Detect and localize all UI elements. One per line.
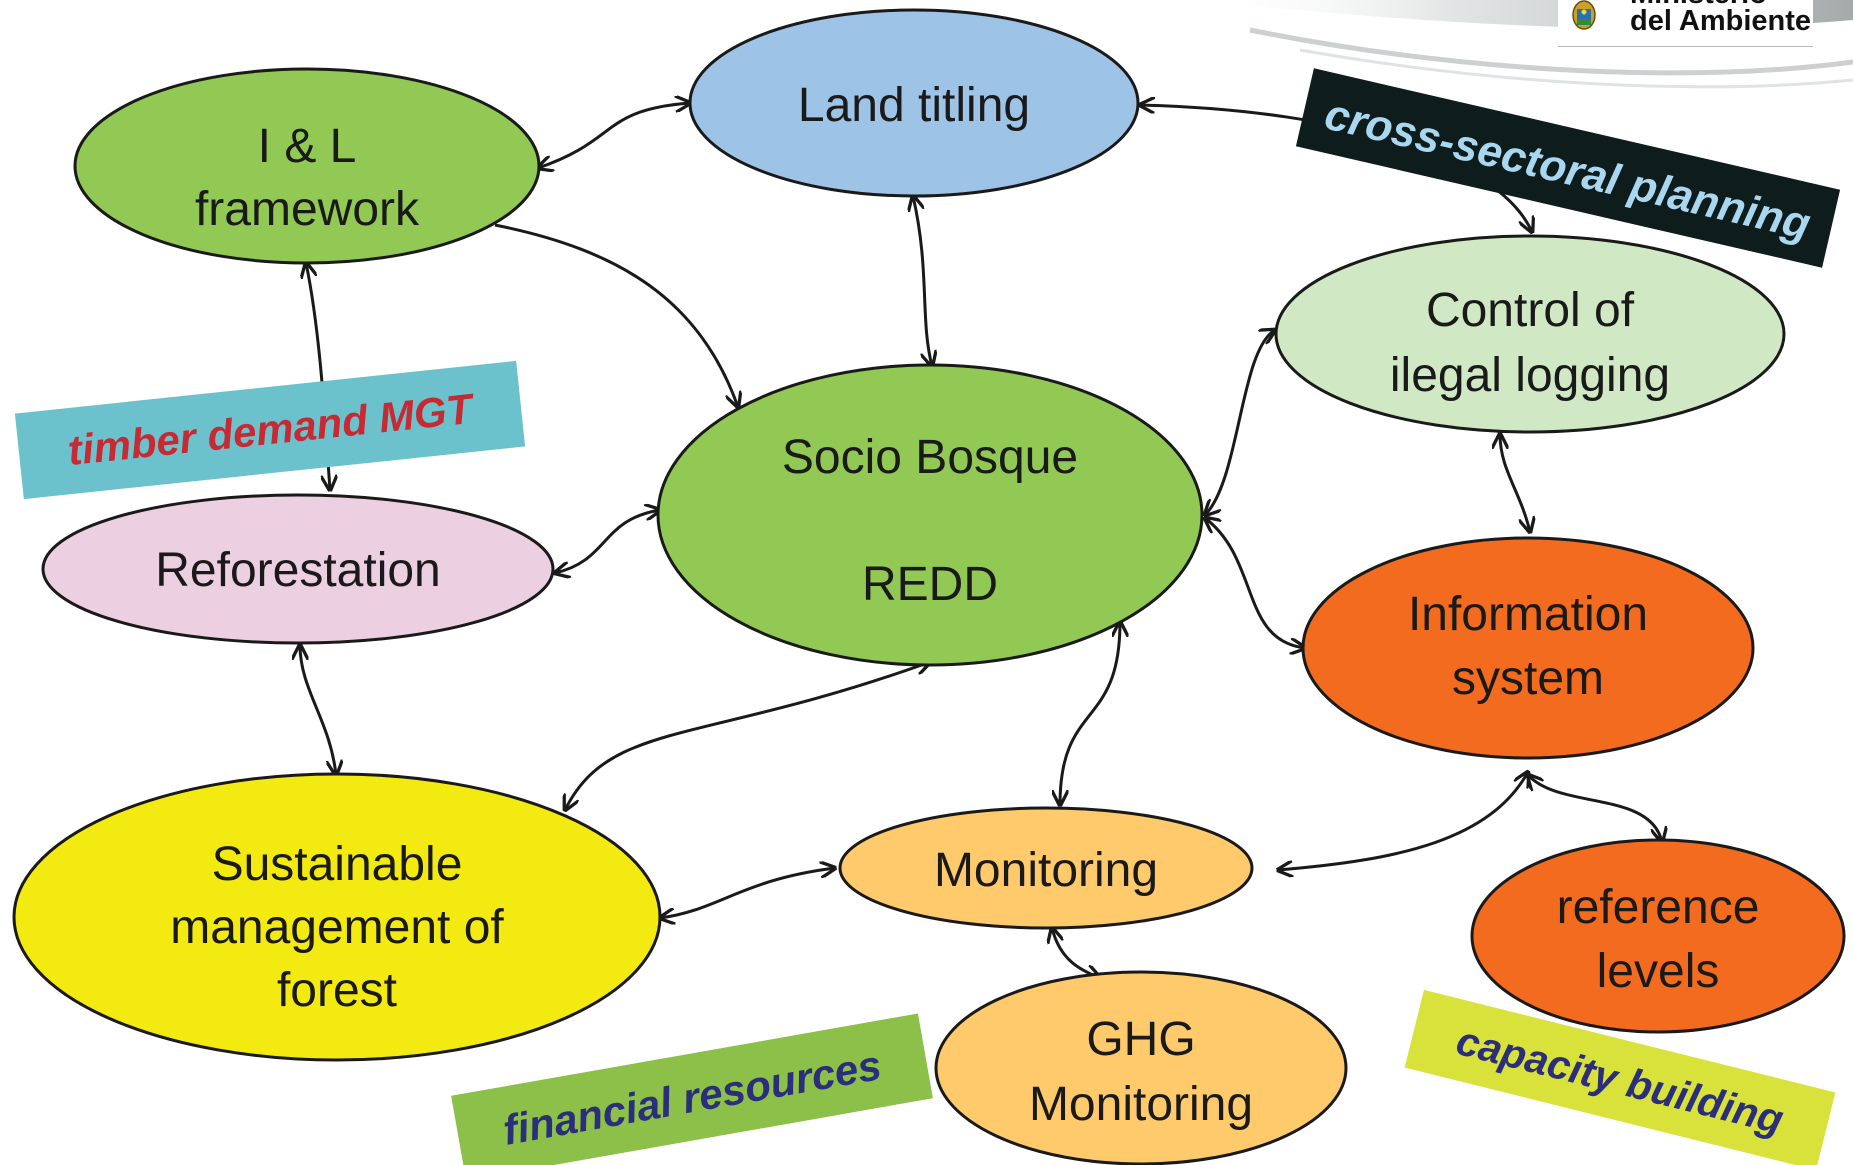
edge-info-ref: [1528, 775, 1662, 842]
node-label-refor: Reforestation: [155, 544, 441, 597]
node-label-smf-3: forest: [277, 964, 397, 1017]
node-label-info-2: system: [1452, 652, 1604, 705]
node-reference-levels: reference levels: [1470, 838, 1846, 1034]
edge-control-info: [1500, 434, 1530, 532]
node-label-il-1: I & L: [258, 120, 357, 173]
connector-layer: [300, 103, 1662, 978]
node-reforestation: Reforestation: [41, 493, 555, 645]
ministry-logo: Ministerio del Ambiente: [1558, 0, 1813, 47]
node-label-socio-1: Socio Bosque: [782, 431, 1078, 484]
node-ghg-monitoring: GHG Monitoring: [934, 970, 1348, 1165]
node-information-system: Information system: [1301, 536, 1755, 760]
edge-socio-mon: [1060, 622, 1120, 805]
node-sustainable-management: Sustainable management of forest: [12, 772, 662, 1062]
node-socio-bosque-redd: Socio Bosque REDD: [656, 363, 1204, 667]
edge-socio-info: [1205, 518, 1305, 648]
node-monitoring: Monitoring: [838, 806, 1254, 930]
node-label-control-1: Control of: [1426, 284, 1635, 337]
node-label-ghg-2: Monitoring: [1029, 1078, 1253, 1131]
node-label-ref-1: reference: [1557, 881, 1760, 934]
edge-mon-ghg: [1052, 928, 1100, 978]
edge-land-socio: [913, 196, 932, 366]
node-label-socio-3: REDD: [862, 558, 998, 611]
node-label-info-1: Information: [1408, 588, 1648, 641]
node-land-titling: Land titling: [688, 8, 1140, 198]
edge-refor-socio: [555, 510, 660, 573]
node-label-smf-1: Sustainable: [212, 838, 463, 891]
logo-line-1: Ministerio: [1630, 0, 1767, 11]
edge-refor-smf: [300, 645, 336, 775]
edge-socio-control: [1205, 330, 1275, 515]
node-label-ref-2: levels: [1597, 945, 1720, 998]
ecuador-coat-of-arms-icon: [1572, 0, 1596, 30]
edge-socio-smf: [565, 662, 930, 810]
node-label-land: Land titling: [798, 79, 1030, 132]
edge-il-land: [538, 103, 690, 168]
node-label-il-2: framework: [195, 183, 420, 236]
node-control-illegal-logging: Control of ilegal logging: [1274, 234, 1786, 434]
edge-il-socio: [494, 223, 738, 407]
node-label-control-2: ilegal logging: [1390, 349, 1670, 402]
node-label-mon: Monitoring: [934, 844, 1158, 897]
banner-financial-resources: financial resources: [451, 1013, 933, 1165]
node-label-smf-2: management of: [170, 901, 504, 954]
edge-smf-mon: [660, 868, 835, 918]
node-il-framework: I & L framework: [73, 67, 541, 265]
banner-timber-demand: timber demand MGT: [14, 360, 526, 500]
node-layer: I & L framework Land titling Control of …: [12, 8, 1846, 1165]
logo-line-2: del Ambiente: [1630, 5, 1812, 37]
node-label-ghg-1: GHG: [1086, 1013, 1195, 1066]
edge-info-mon: [1278, 772, 1528, 870]
